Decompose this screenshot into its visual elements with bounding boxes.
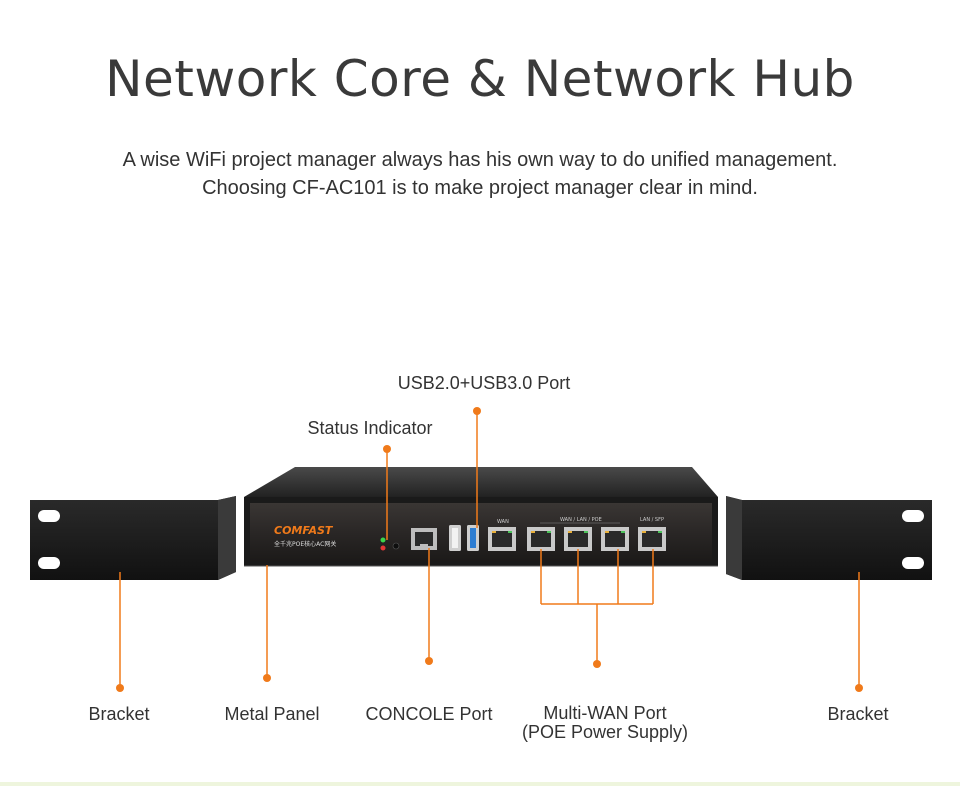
- multi-wan-line-2: (POE Power Supply): [521, 722, 689, 742]
- page-title: Network Core & Network Hub: [105, 50, 855, 108]
- bracket-hole: [38, 557, 60, 569]
- poe-port-3[interactable]: [601, 527, 629, 551]
- brand-logo: COMFAST: [274, 524, 334, 537]
- console-port[interactable]: [411, 528, 437, 550]
- callout-dot: [473, 407, 481, 415]
- metal-panel: [250, 503, 712, 561]
- usb-port-label: USB2.0+USB3.0 Port: [397, 373, 571, 393]
- usb3-port[interactable]: [467, 525, 479, 551]
- wan-label: WAN: [497, 519, 509, 525]
- callout-lines: [119, 411, 860, 688]
- metal-panel-label: Metal Panel: [224, 704, 320, 724]
- bracket-left: [30, 496, 236, 580]
- usb2-port[interactable]: [449, 525, 461, 551]
- footer-divider: [0, 782, 960, 786]
- multi-wan-port-label: Multi-WAN Port (POE Power Supply): [522, 704, 688, 742]
- bracket-left-label: Bracket: [88, 704, 150, 724]
- lan-sfp-label: LAN / SFP: [640, 517, 664, 523]
- status-indicator-label: Status Indicator: [307, 418, 433, 438]
- reset-button[interactable]: [392, 542, 400, 550]
- multi-wan-line-1: Multi-WAN Port: [543, 703, 667, 723]
- bracket-hole: [902, 510, 924, 522]
- poe-port-1[interactable]: [527, 527, 555, 551]
- callout-dot: [263, 674, 271, 682]
- callout-dots: [116, 407, 863, 692]
- callout-dot: [116, 684, 124, 692]
- bracket-hole: [38, 510, 60, 522]
- device-body: [244, 467, 718, 567]
- callout-dot: [425, 657, 433, 665]
- poe-port-2[interactable]: [564, 527, 592, 551]
- console-port-label: CONCOLE Port: [365, 704, 493, 724]
- bracket-hole: [902, 557, 924, 569]
- status-led-green: [380, 537, 386, 543]
- lan-sfp-port[interactable]: [638, 527, 666, 551]
- subtitle-line-2: Choosing CF-AC101 is to make project man…: [202, 177, 758, 199]
- bracket-right-label: Bracket: [827, 704, 889, 724]
- callout-dot: [855, 684, 863, 692]
- bracket-right: [726, 496, 932, 580]
- callout-dot: [383, 445, 391, 453]
- model-text: 全千兆POE核心AC网关: [274, 540, 336, 548]
- callout-dot: [593, 660, 601, 668]
- subtitle: A wise WiFi project manager always has h…: [0, 146, 960, 202]
- wan-port[interactable]: [488, 527, 516, 551]
- port-group-label: WAN / LAN / POE: [560, 517, 602, 523]
- subtitle-line-1: A wise WiFi project manager always has h…: [122, 149, 838, 171]
- status-led-red: [380, 545, 386, 551]
